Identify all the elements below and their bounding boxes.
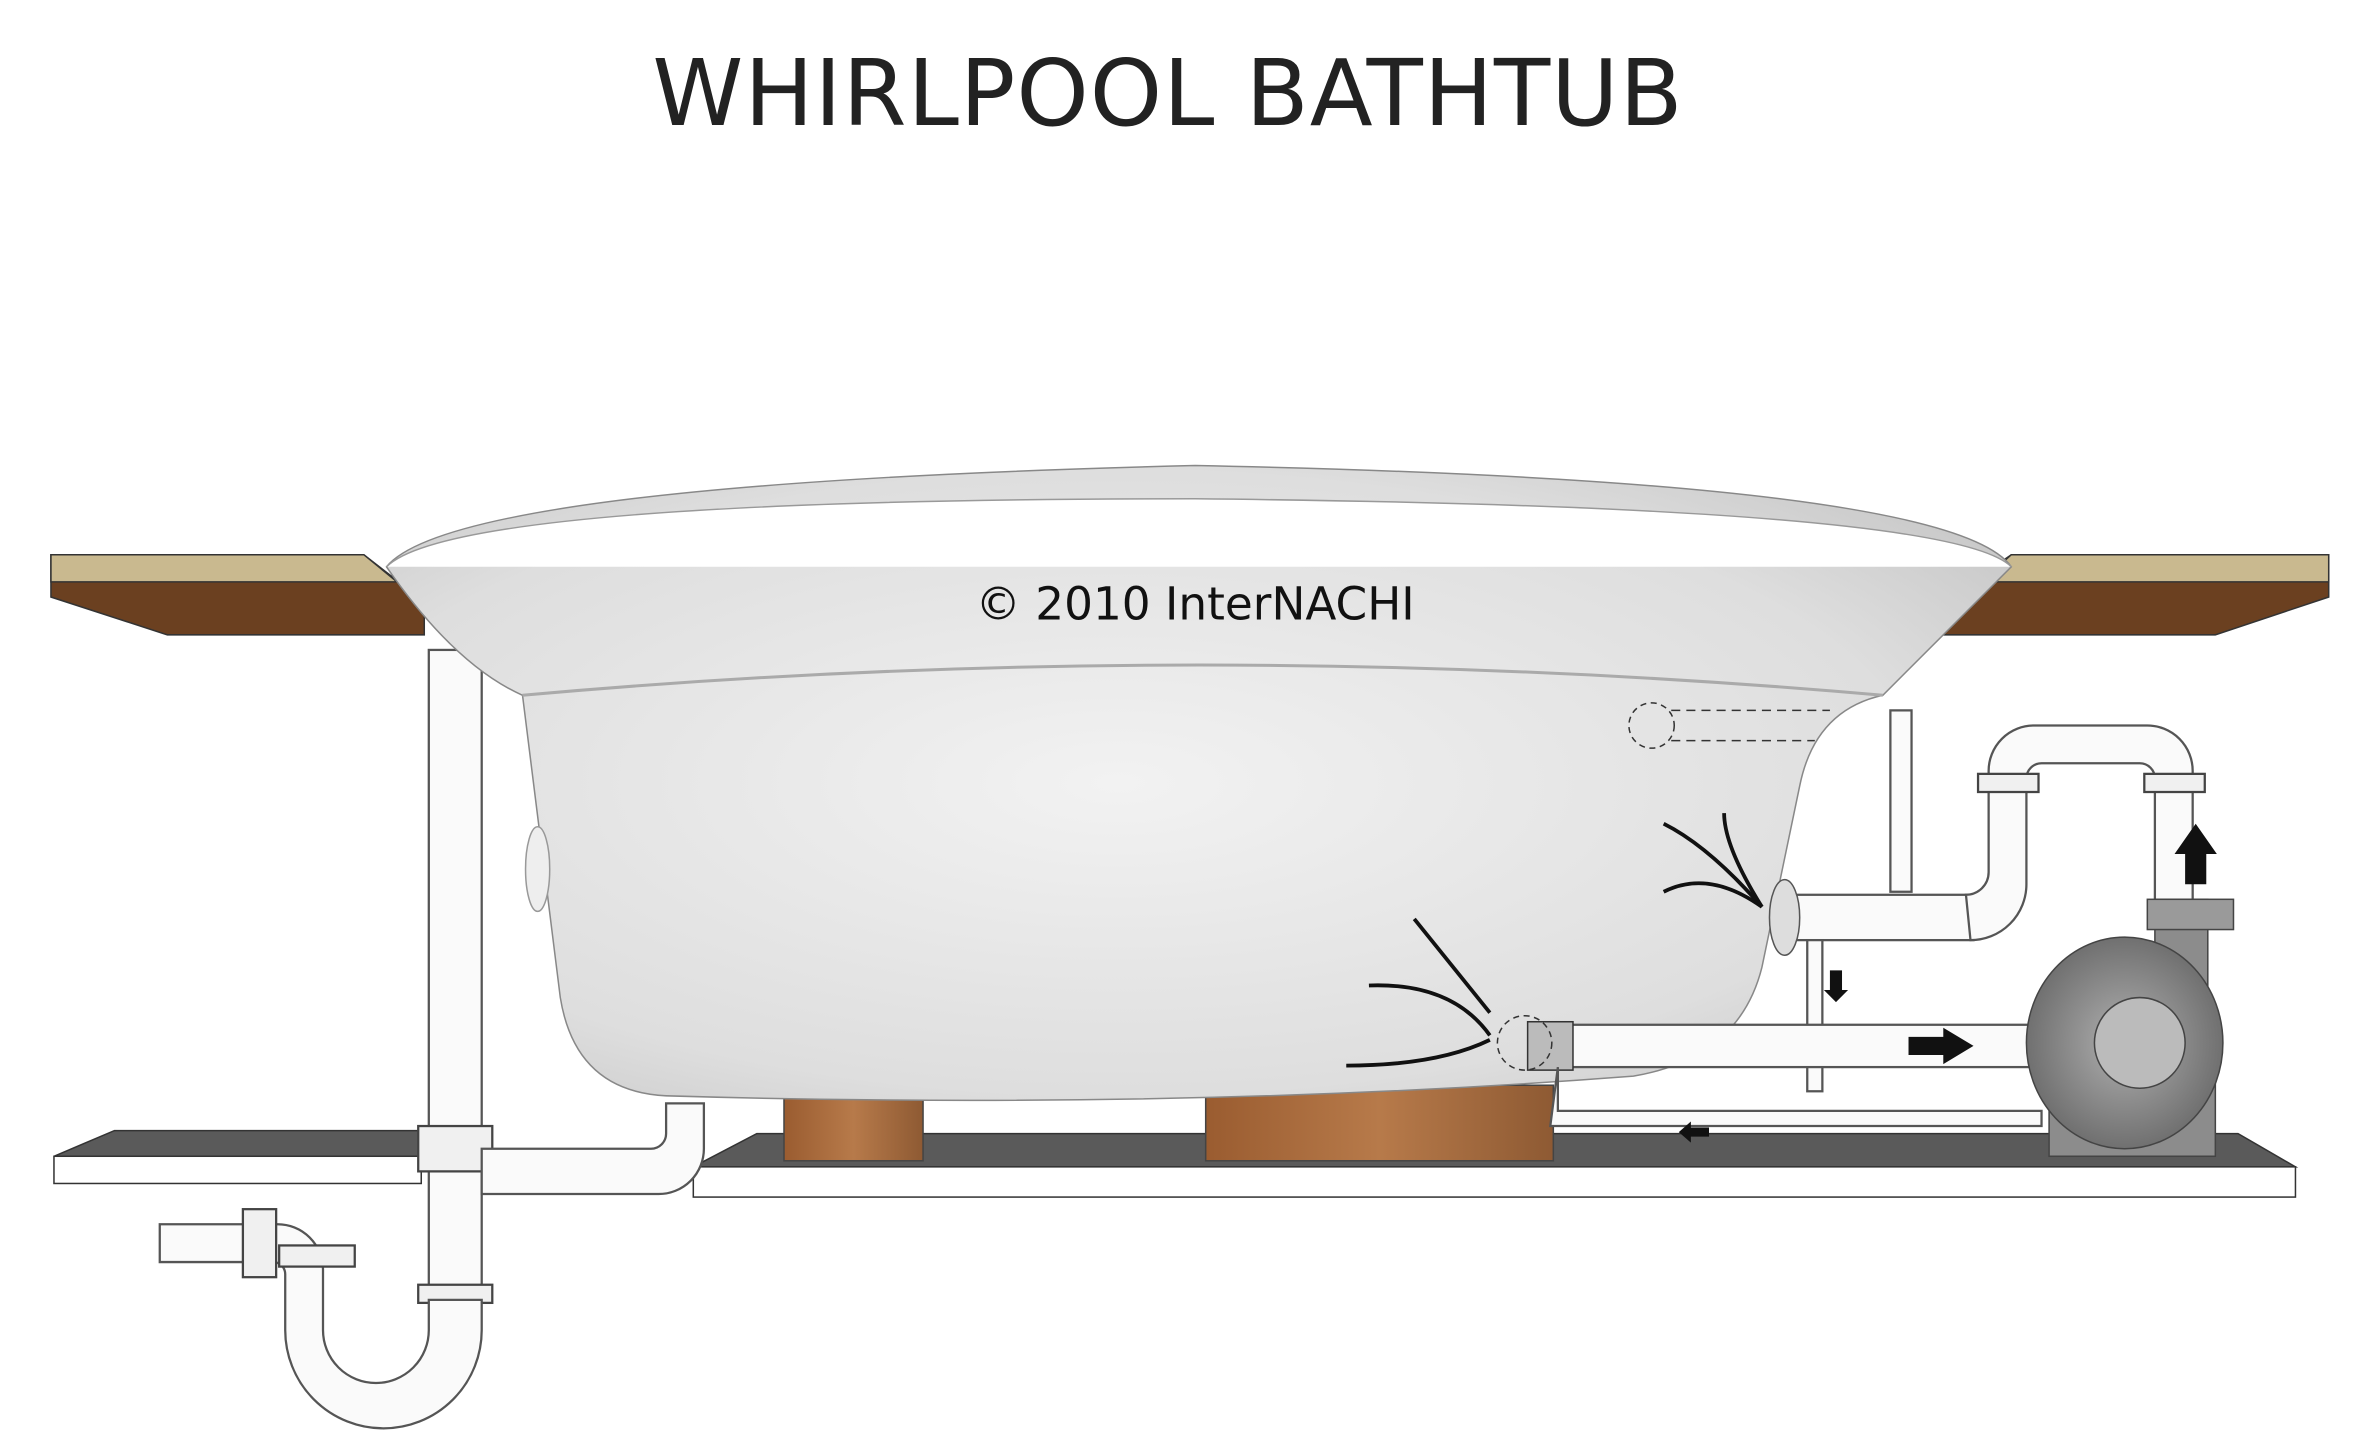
- jet-flow-arrow-icon: [1722, 813, 1764, 908]
- suction-arrow-icon: [1368, 983, 1492, 1037]
- suction-arrow-icon: [1412, 917, 1492, 1014]
- overflow-air-line: [1628, 702, 1913, 893]
- right-deck: [1942, 553, 2330, 636]
- flow-left-arrow-icon: [1678, 1121, 1710, 1143]
- diagram-title: WHIRLPOOL BATHTUB: [652, 40, 1684, 147]
- suction-arrow-icon: [1346, 1038, 1491, 1068]
- wood-support-block: [783, 1090, 924, 1162]
- jet-flow-arrow-icon: [1662, 881, 1764, 909]
- copyright-watermark: © 2010 InterNACHI: [976, 578, 1415, 631]
- left-deck: [50, 553, 426, 636]
- pump: [2025, 936, 2224, 1158]
- bathtub: [385, 464, 2013, 1102]
- flow-down-arrow-icon: [1823, 970, 1849, 1003]
- left-floor-shelf: [53, 1129, 423, 1185]
- drain-pipes: [158, 648, 706, 1430]
- jet-flow-arrow-icon: [1662, 822, 1764, 909]
